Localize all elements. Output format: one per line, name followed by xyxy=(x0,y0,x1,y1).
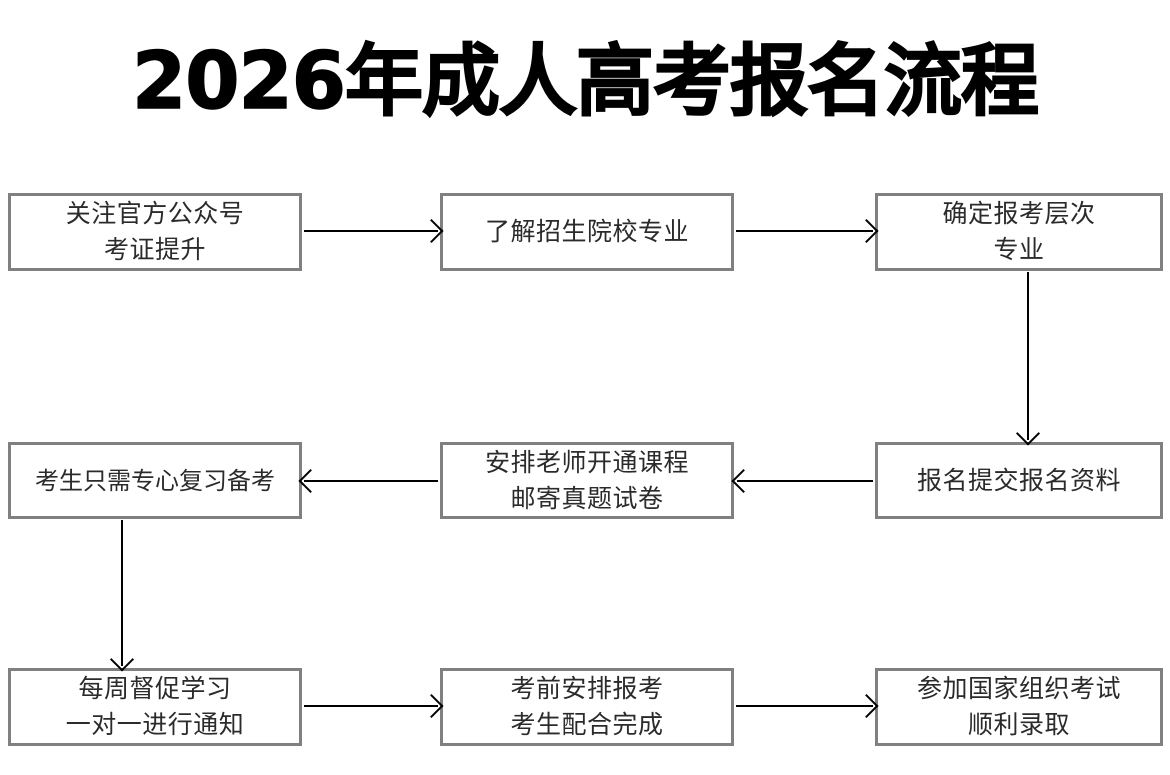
flow-node-learn-schools-majors: 了解招生院校专业 xyxy=(440,193,734,271)
arrow-shaft xyxy=(304,705,438,707)
arrow-shaft xyxy=(1027,272,1029,440)
page-title: 2026年成人高考报名流程 xyxy=(131,36,1039,127)
flow-node-national-exam-admission: 参加国家组织考试 顺利录取 xyxy=(875,668,1163,746)
flow-node-line: 参加国家组织考试 xyxy=(916,674,1121,703)
flow-node-line: 了解招生院校专业 xyxy=(484,217,689,246)
flow-node-teacher-course-exam-papers: 安排老师开通课程 邮寄真题试卷 xyxy=(440,442,734,519)
arrow-down-icon xyxy=(1015,272,1041,446)
flow-node-weekly-study-supervision: 每周督促学习 一对一进行通知 xyxy=(8,668,302,746)
flow-node-line: 顺利录取 xyxy=(967,710,1070,739)
arrow-right-icon xyxy=(304,218,444,244)
flow-node-follow-official-account: 关注官方公众号 考证提升 xyxy=(8,193,302,271)
arrow-shaft xyxy=(304,230,438,232)
arrow-head xyxy=(731,468,756,494)
arrow-down-icon xyxy=(109,520,135,672)
arrow-shaft xyxy=(736,230,873,232)
flow-node-line: 考生只需专心复习备考 xyxy=(35,466,275,495)
arrow-shaft xyxy=(304,480,438,482)
flow-node-line: 邮寄真题试卷 xyxy=(510,483,664,513)
arrow-left-icon xyxy=(298,468,438,494)
arrow-right-icon xyxy=(304,693,444,719)
arrow-head xyxy=(298,468,323,494)
flow-node-line: 考生配合完成 xyxy=(510,710,664,739)
arrow-right-icon xyxy=(736,218,879,244)
flow-node-student-focus-review: 考生只需专心复习备考 xyxy=(8,442,302,519)
flow-node-line: 确定报考层次 xyxy=(942,199,1096,228)
flow-node-line: 每周督促学习 xyxy=(78,674,232,703)
flow-node-line: 关注官方公众号 xyxy=(65,199,245,228)
flow-node-line: 考证提升 xyxy=(103,235,206,264)
flow-node-confirm-level-major: 确定报考层次 专业 xyxy=(875,193,1163,271)
flow-node-line: 报名提交报名资料 xyxy=(916,465,1121,495)
arrow-shaft xyxy=(121,520,123,666)
flow-node-line: 考前安排报考 xyxy=(510,674,664,703)
flow-node-pre-exam-arrangement: 考前安排报考 考生配合完成 xyxy=(440,668,734,746)
arrow-shaft xyxy=(737,480,873,482)
arrow-shaft xyxy=(736,705,873,707)
flow-node-line: 一对一进行通知 xyxy=(65,710,245,739)
flow-node-submit-registration-materials: 报名提交报名资料 xyxy=(875,442,1163,519)
flow-node-line: 专业 xyxy=(993,235,1045,264)
arrow-left-icon xyxy=(731,468,873,494)
arrow-right-icon xyxy=(736,693,879,719)
flow-node-line: 安排老师开通课程 xyxy=(484,447,689,477)
